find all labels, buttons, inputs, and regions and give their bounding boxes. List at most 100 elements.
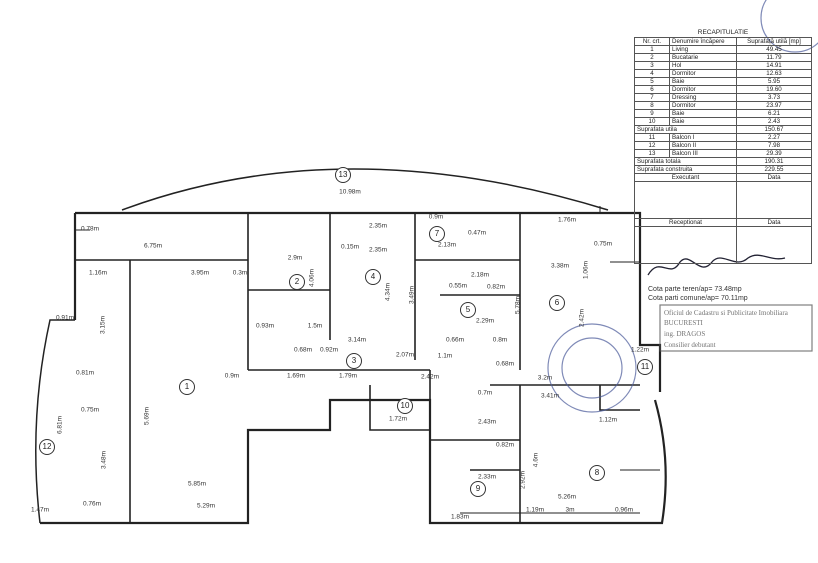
room-number-6: 6 [549, 295, 565, 311]
svg-text:BUCURESTI: BUCURESTI [664, 319, 704, 327]
dimension-label: 2.9m [287, 254, 303, 262]
dimension-label: 0.76m [82, 500, 102, 508]
dimension-label: 2.07m [395, 351, 415, 359]
room-nr: 11 [634, 133, 670, 142]
room-area: 11.79 [736, 53, 812, 62]
receptionat-label: Receptionat [634, 218, 737, 227]
suprafata-construita-value: 229.55 [736, 165, 812, 174]
dimension-label: 1.79m [338, 372, 358, 380]
dimension-label: 1.06m [582, 260, 590, 280]
dimension-label: 3.48m [100, 450, 108, 470]
dimension-label: 2.29m [475, 317, 495, 325]
header-area: Suprafață utilă [mp] [736, 37, 812, 46]
dimension-label: 1.1m [437, 352, 453, 360]
dimension-label: 4.34m [384, 282, 392, 302]
receptionat-date-cell [736, 226, 812, 264]
room-area: 2.27 [736, 133, 812, 142]
room-number-13: 13 [335, 167, 351, 183]
dimension-label: 3.14m [347, 336, 367, 344]
dimension-label: 0.55m [448, 282, 468, 290]
dimension-label: 5.85m [187, 480, 207, 488]
room-number-4: 4 [365, 269, 381, 285]
dimension-label: 1.47m [30, 506, 50, 514]
dimension-label: 5.78m [514, 295, 522, 315]
rect-stamp: Oficiul de Cadastru si Publicitate Imobi… [659, 304, 813, 352]
room-name: Dormitor [669, 69, 737, 78]
room-name: Bucatarie [669, 53, 737, 62]
dimension-label: 0.8m [492, 336, 508, 344]
stamp-circle [547, 323, 637, 413]
dimension-label: 1.5m [307, 322, 323, 330]
dimension-label: 0.9m [224, 372, 240, 380]
room-nr: 9 [634, 109, 670, 118]
room-number-10: 10 [397, 398, 413, 414]
room-number-7: 7 [429, 226, 445, 242]
room-number-3: 3 [346, 353, 362, 369]
dimension-label: 0.81m [75, 369, 95, 377]
room-area: 3.73 [736, 93, 812, 102]
room-nr: 12 [634, 141, 670, 150]
room-nr: 2 [634, 53, 670, 62]
dimension-label: 0.91m [55, 314, 75, 322]
room-area: 23.97 [736, 101, 812, 110]
dimension-label: 2.42m [578, 308, 586, 328]
dimension-label: 3.2m [537, 374, 553, 382]
room-name: Balcon II [669, 141, 737, 150]
dimension-label: 1.76m [557, 216, 577, 224]
dimension-label: 0.3m [232, 269, 248, 277]
dimension-label: 0.9m [428, 213, 444, 221]
executant-sign [634, 181, 737, 219]
dimension-label: 1.16m [88, 269, 108, 277]
room-nr: 3 [634, 61, 670, 70]
room-nr: 6 [634, 85, 670, 94]
room-area: 14.91 [736, 61, 812, 70]
dimension-label: 0.68m [495, 360, 515, 368]
dimension-label: 0.93m [255, 322, 275, 330]
dimension-label: 2.92m [519, 470, 527, 490]
cota-comune: Cota parti comune/ap= 70.11mp [648, 295, 748, 302]
room-area: 7.98 [736, 141, 812, 150]
room-name: Dressing [669, 93, 737, 102]
svg-text:Consilier debutant: Consilier debutant [664, 341, 716, 349]
dimension-label: 0.78m [80, 225, 100, 233]
dimension-label: 1.22m [630, 346, 650, 354]
room-area: 6.21 [736, 109, 812, 118]
dimension-label: 2.42m [420, 373, 440, 381]
svg-text:Oficiul de Cadastru si Publici: Oficiul de Cadastru si Publicitate Imobi… [664, 309, 789, 317]
executant-label: Executant [634, 173, 737, 182]
room-number-11: 11 [637, 359, 653, 375]
suprafata-utila-label: Suprafata utila [634, 125, 737, 134]
dimension-label: 5.29m [196, 502, 216, 510]
windows [75, 206, 660, 514]
dimension-label: 0.82m [486, 283, 506, 291]
dimension-label: 10.98m [339, 188, 361, 196]
room-number-8: 8 [589, 465, 605, 481]
dimension-label: 2.35m [368, 246, 388, 254]
table-title: RECAPITULATIE [697, 29, 749, 36]
room-name: Hol [669, 61, 737, 70]
dimension-label: 6.81m [56, 415, 64, 435]
dimension-label: 0.96m [614, 506, 634, 514]
dimension-label: 3.49m [408, 285, 416, 305]
dimension-label: 2.33m [477, 473, 497, 481]
receptionat-date: Data [736, 218, 812, 227]
dimension-label: 0.75m [593, 240, 613, 248]
room-nr: 8 [634, 101, 670, 110]
room-name: Dormitor [669, 85, 737, 94]
dimension-label: 4.06m [308, 268, 316, 288]
room-name: Baie [669, 77, 737, 86]
balcony-13-arc [121, 168, 609, 211]
